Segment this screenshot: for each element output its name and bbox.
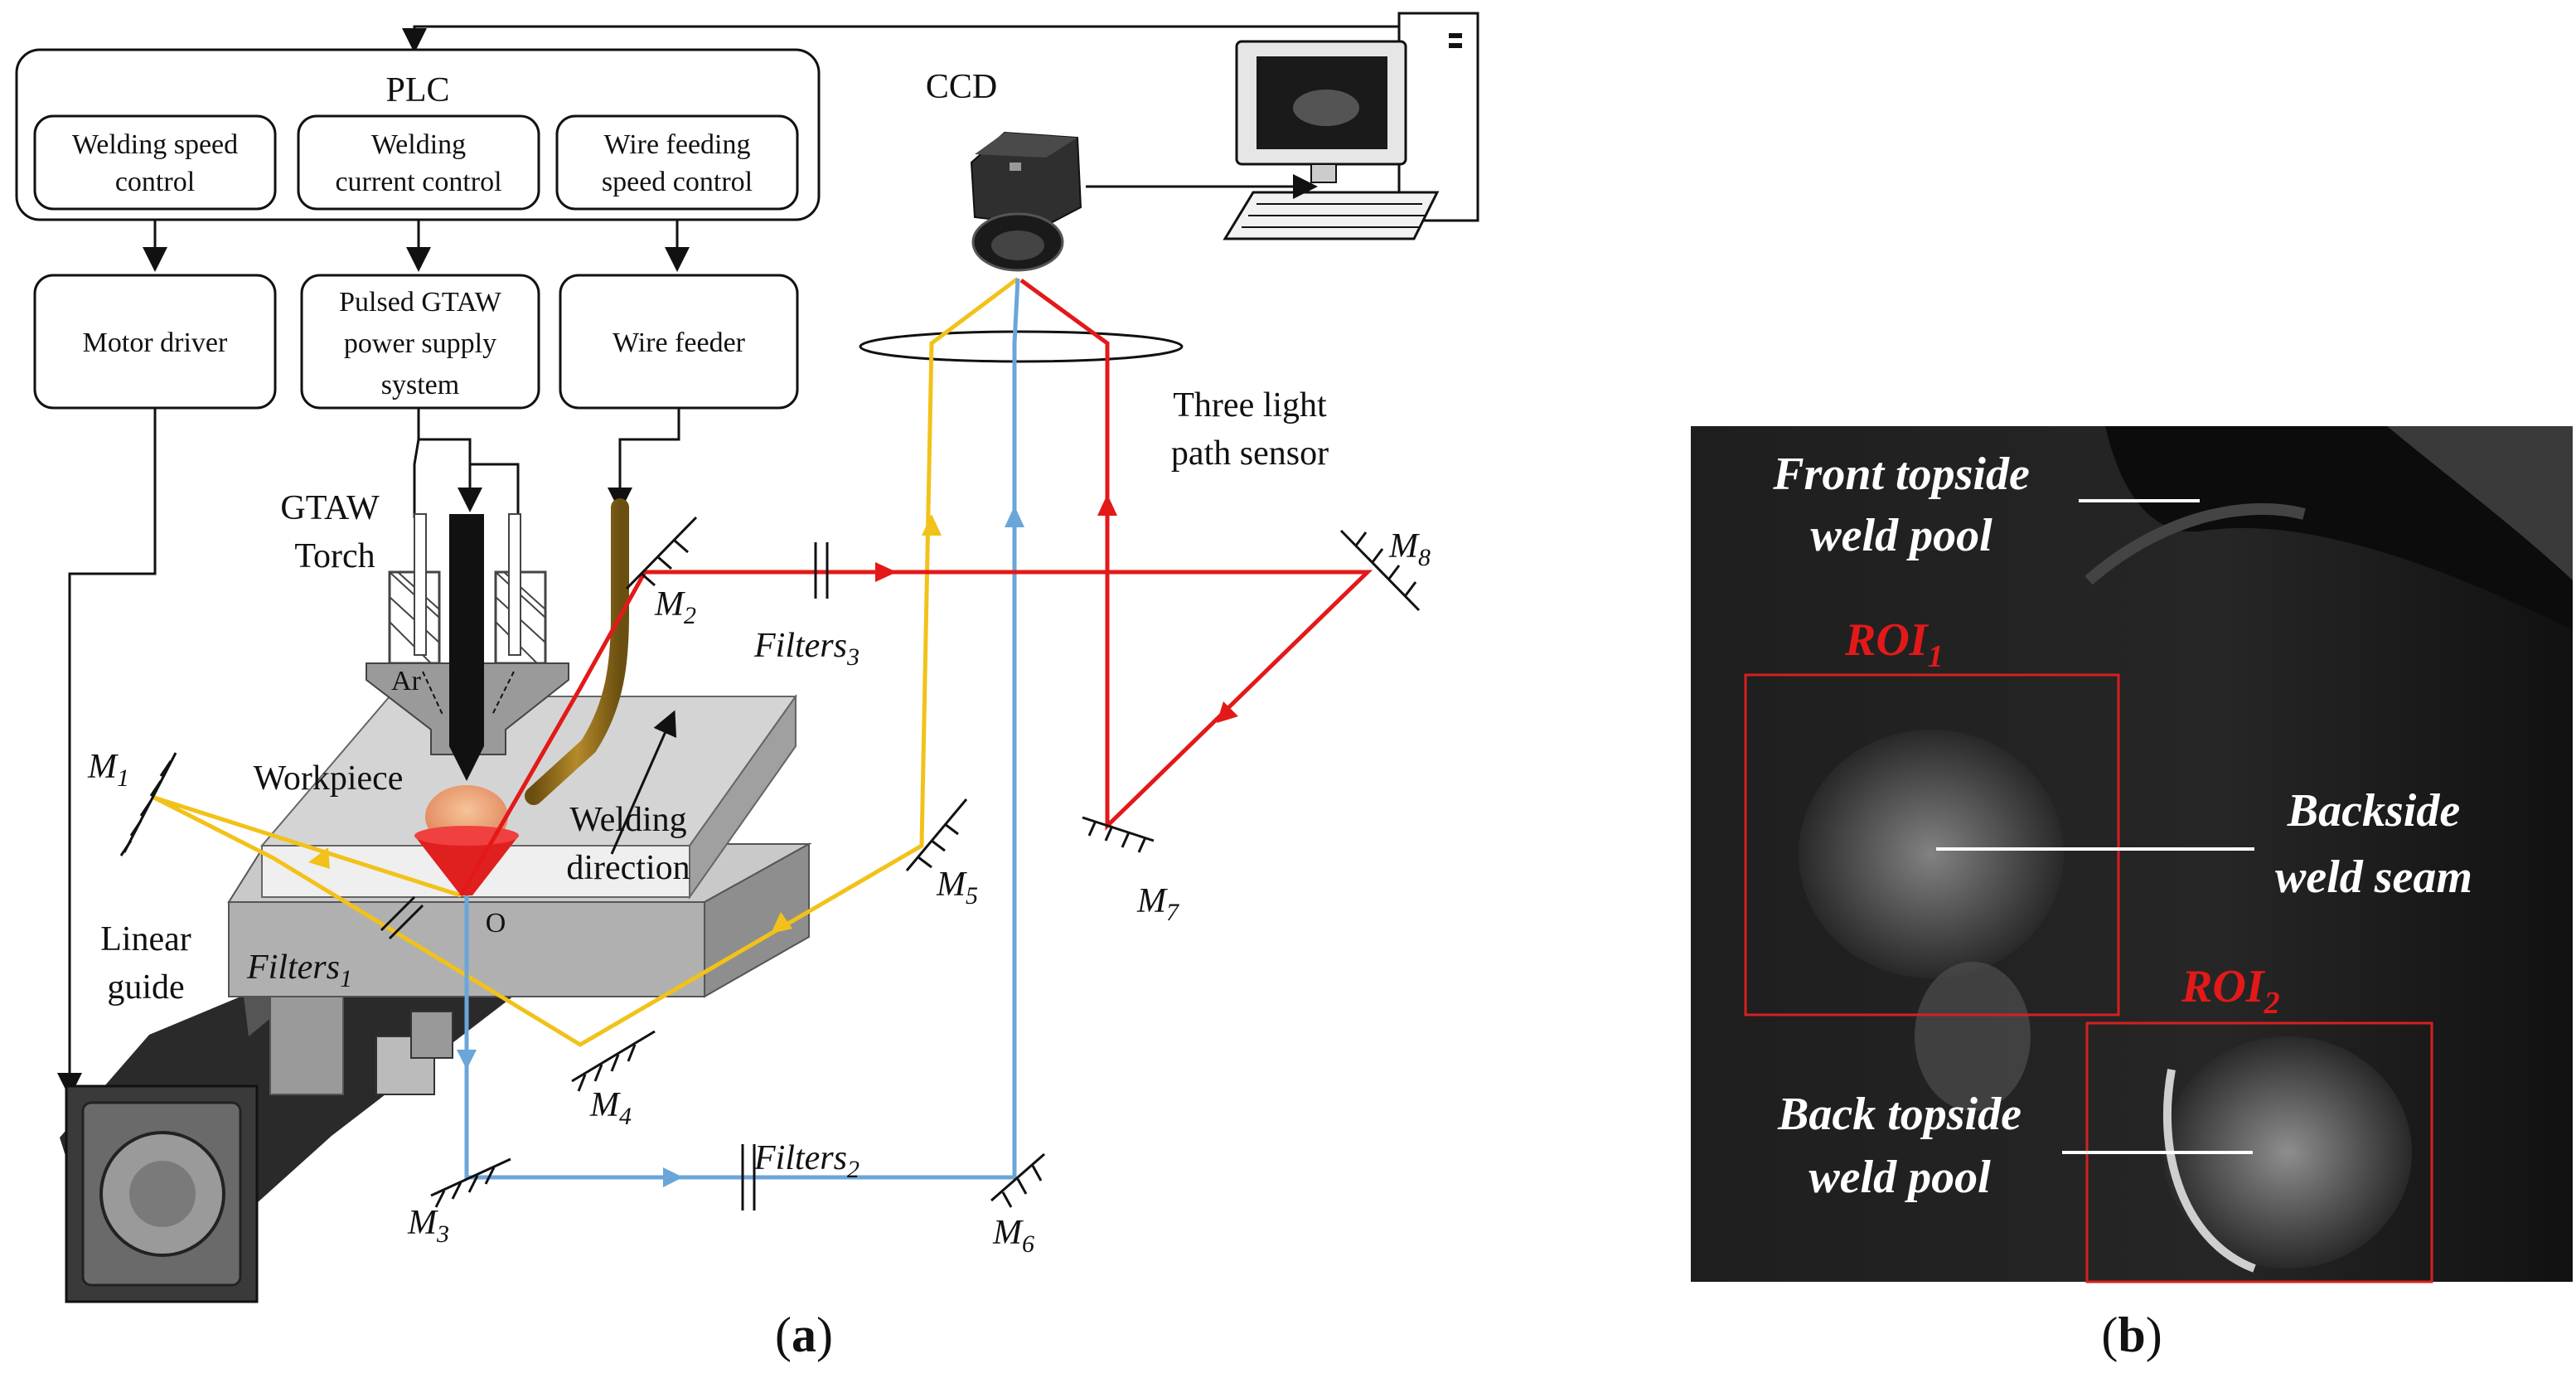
mirror-m1 bbox=[119, 752, 177, 856]
filters-3-label: Filters3 bbox=[753, 627, 859, 671]
m6-label: M6 bbox=[992, 1214, 1034, 1258]
filler-wire bbox=[525, 498, 629, 805]
power-supply-box bbox=[300, 274, 540, 410]
sensor-label-2: path sensor bbox=[1171, 434, 1329, 473]
workpiece-side bbox=[689, 693, 797, 900]
speed-control-box bbox=[33, 114, 277, 211]
back-pool-label-2: weld pool bbox=[1809, 1152, 1991, 1203]
mirror-m8 bbox=[1339, 529, 1421, 612]
back-pool-glow bbox=[2163, 1036, 2412, 1269]
torch-icon bbox=[366, 513, 569, 781]
power-cable-right bbox=[470, 463, 520, 518]
power-cable-left bbox=[413, 439, 420, 518]
origin-label: O bbox=[486, 908, 506, 939]
torch-label-1: GTAW bbox=[280, 489, 380, 527]
mirror-m2 bbox=[625, 516, 698, 590]
lens bbox=[859, 330, 1184, 363]
mirror-m5 bbox=[905, 798, 968, 871]
mirror-m4 bbox=[571, 1030, 656, 1092]
roi-1-label: ROI1 bbox=[1844, 614, 1944, 674]
speed-control-label-2: control bbox=[115, 167, 195, 197]
filters-2-label: Filters2 bbox=[753, 1139, 859, 1183]
backside-label-1: Backside bbox=[2287, 785, 2460, 837]
wirefeed-control-label-2: speed control bbox=[602, 167, 753, 197]
torch-label-2: Torch bbox=[294, 537, 375, 575]
filters-1-label: Filters1 bbox=[246, 948, 352, 992]
filters-2 bbox=[741, 1144, 756, 1210]
power-cable bbox=[417, 408, 482, 512]
plc-title: PLC bbox=[385, 71, 449, 109]
caption-a: (a) bbox=[775, 1308, 833, 1362]
ccd-camera-icon bbox=[970, 131, 1082, 272]
m2-label: M2 bbox=[654, 585, 696, 629]
computer-icon bbox=[1223, 12, 1479, 240]
front-pool-label-2: weld pool bbox=[1810, 510, 1993, 561]
power-supply-label-3: system bbox=[381, 370, 459, 400]
linear-guide-label-1: Linear bbox=[100, 920, 191, 958]
backside-seam-glow bbox=[1799, 730, 2064, 978]
m7-label: M7 bbox=[1136, 882, 1180, 926]
feedback-line bbox=[402, 25, 1399, 53]
m4-label: M4 bbox=[589, 1086, 632, 1130]
m3-label: M3 bbox=[407, 1204, 449, 1248]
mirror-m6 bbox=[990, 1152, 1045, 1208]
roi-2-label: ROI2 bbox=[2181, 961, 2280, 1021]
linear-guide-label-2: guide bbox=[107, 968, 184, 1007]
weld-pool bbox=[414, 836, 519, 895]
workpiece-label: Workpiece bbox=[254, 759, 404, 798]
m1-label: M1 bbox=[87, 748, 129, 792]
wirefeed-control-box bbox=[555, 114, 799, 211]
motor-cable bbox=[57, 408, 157, 1098]
speed-control-label-1: Welding speed bbox=[72, 129, 238, 160]
ccd-label: CCD bbox=[926, 68, 997, 106]
front-pool-label-1: Front topside bbox=[1772, 449, 2030, 500]
direction-label-1: Welding bbox=[569, 801, 686, 839]
m8-label: M8 bbox=[1388, 527, 1431, 571]
roi-1-box bbox=[1744, 673, 2120, 1016]
m5-label: M5 bbox=[936, 866, 978, 910]
wire-feeder-label: Wire feeder bbox=[613, 327, 746, 358]
back-pool-label-1: Back topside bbox=[1777, 1089, 2022, 1140]
wire-cable bbox=[608, 408, 680, 512]
platform-leg bbox=[269, 994, 344, 1095]
power-supply-label-2: power supply bbox=[344, 328, 496, 359]
panel-b: Front topside weld pool ROI1 Backside we… bbox=[1691, 426, 2573, 1362]
power-supply-label-1: Pulsed GTAW bbox=[339, 287, 502, 318]
red-light-path bbox=[458, 278, 1373, 897]
current-control-label-1: Welding bbox=[371, 129, 466, 160]
motor-driver-label: Motor driver bbox=[83, 327, 228, 358]
blue-light-path bbox=[464, 278, 1020, 1180]
sensor-label-1: Three light bbox=[1173, 386, 1327, 425]
current-control-label-2: current control bbox=[335, 167, 501, 197]
filters-1 bbox=[380, 895, 424, 940]
current-control-box bbox=[297, 114, 540, 211]
mirror-m7 bbox=[1082, 816, 1155, 853]
backside-label-2: weld seam bbox=[2275, 851, 2472, 903]
mirror-m3 bbox=[430, 1157, 511, 1208]
direction-label-2: direction bbox=[566, 849, 690, 887]
caption-b: (b) bbox=[2101, 1308, 2162, 1362]
yellow-light-path bbox=[153, 277, 1019, 1047]
filters-3 bbox=[814, 542, 829, 599]
welding-direction-arrow bbox=[610, 710, 677, 855]
wirefeed-control-label-1: Wire feeding bbox=[603, 129, 750, 160]
argon-label: Ar bbox=[391, 666, 422, 696]
panel-a: PLC Welding speed control Welding curren… bbox=[15, 12, 1479, 1362]
